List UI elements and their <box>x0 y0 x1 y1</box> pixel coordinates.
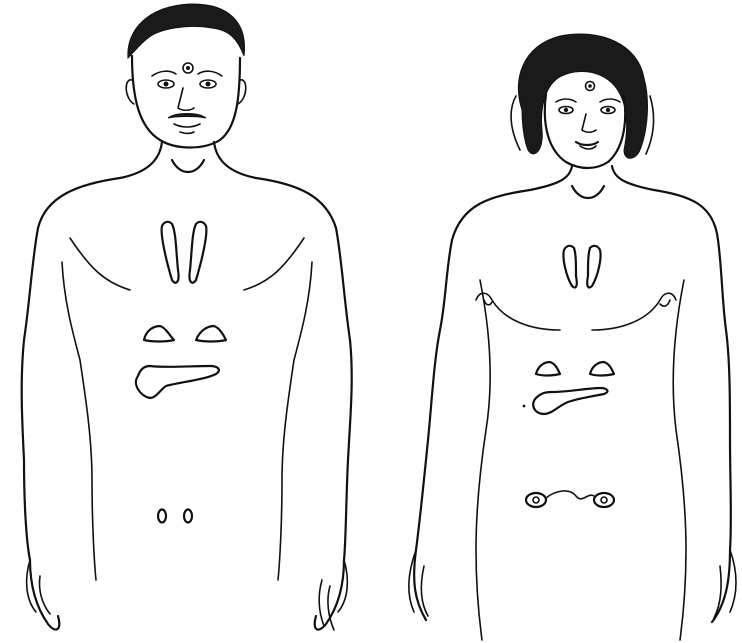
male-body-outline <box>22 142 352 630</box>
male-gonads <box>158 510 192 523</box>
male-thyroid-gland <box>172 160 204 172</box>
female-hair <box>511 34 653 158</box>
female-face <box>556 99 620 149</box>
female-thyroid-gland <box>572 186 604 198</box>
male-pancreas <box>136 366 219 398</box>
male-face <box>152 71 222 133</box>
female-body-outline <box>414 166 731 640</box>
female-figure <box>409 34 736 640</box>
female-adrenal-glands <box>536 362 614 376</box>
male-adrenal-glands <box>144 326 226 342</box>
male-figure <box>22 4 352 630</box>
male-pineal-gland <box>183 63 193 73</box>
female-hands <box>409 550 736 618</box>
female-pineal-gland <box>586 82 595 91</box>
female-pancreas <box>533 388 607 414</box>
male-hands <box>27 560 348 630</box>
female-thymus-gland <box>563 246 600 288</box>
male-hair <box>128 4 245 58</box>
female-ovaries <box>526 491 614 507</box>
male-thymus-gland <box>162 222 207 283</box>
